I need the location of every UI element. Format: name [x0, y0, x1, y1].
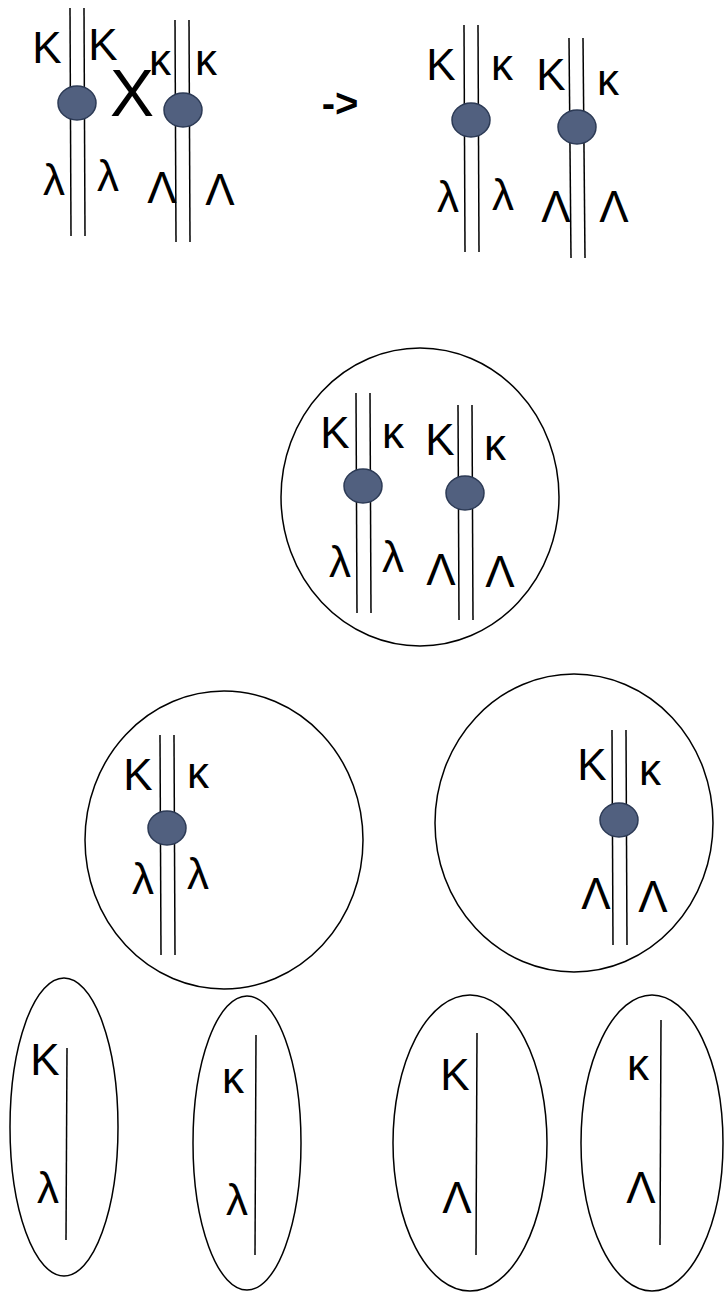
allele-label: κ [491, 43, 513, 87]
centromere-dot [452, 103, 490, 137]
chromatid-line [464, 25, 465, 252]
allele-label: κ [639, 748, 661, 792]
allele-label: κ [382, 411, 404, 455]
allele-label: λ [492, 173, 514, 217]
cell-membrane [10, 978, 118, 1276]
allele-label: K [32, 26, 61, 70]
cell-outline [9, 977, 119, 1277]
allele-label: Λ [426, 548, 455, 592]
cell-outline [434, 673, 714, 973]
centromere-dot [600, 803, 638, 837]
allele-label: Λ [638, 875, 667, 919]
allele-label: λ [329, 540, 351, 584]
chromatid-line [370, 393, 371, 613]
chromatid-line [84, 8, 85, 236]
centromere-dot [148, 811, 186, 845]
allele-label: K [425, 418, 454, 462]
chromatid-line [476, 1033, 477, 1255]
cell-membrane [85, 691, 363, 989]
allele-label: κ [187, 751, 209, 795]
chromatid-line [478, 25, 479, 252]
chromatid-line [583, 38, 585, 258]
allele-label: Λ [581, 872, 610, 916]
allele-label: λ [43, 158, 65, 202]
chromatid-line [626, 730, 627, 945]
gamete-ellipse: κΛ [580, 994, 724, 1292]
chromatid-line [160, 735, 161, 955]
allele-label: κ [484, 423, 506, 467]
allele-label: Λ [442, 1176, 471, 1220]
centromere-dot [344, 469, 382, 503]
allele-label: λ [382, 535, 404, 579]
chromatid-line [66, 1048, 67, 1240]
allele-label: λ [226, 1178, 248, 1222]
allele-label: λ [132, 857, 154, 901]
allele-label: Λ [485, 550, 514, 594]
allele-label: K [577, 743, 606, 787]
chromatid-line [70, 8, 71, 236]
cell-membrane [193, 996, 301, 1290]
cell-membrane [435, 674, 713, 972]
allele-label: K [30, 1038, 59, 1082]
centromere-dot [164, 93, 202, 127]
chromatid-line [255, 1035, 256, 1255]
allele-label: K [123, 753, 152, 797]
centromere-dot [58, 86, 96, 120]
arrow-symbol: -> [322, 83, 359, 123]
chromatid-line [472, 405, 473, 620]
cell-outline [192, 995, 302, 1291]
chromatid-line [612, 730, 613, 945]
cell-circle: KκΛΛ [434, 673, 714, 973]
allele-label: K [536, 53, 565, 97]
cell-membrane [281, 348, 559, 646]
allele-label: Λ [147, 166, 176, 210]
chromatid-line [458, 405, 459, 620]
allele-label: K [320, 411, 349, 455]
cell-outline [392, 994, 548, 1292]
centromere-dot [446, 476, 484, 510]
allele-label: λ [187, 852, 209, 896]
allele-label: Λ [626, 1166, 655, 1210]
allele-label: κ [195, 38, 217, 82]
cell-outline [84, 690, 364, 990]
chromatid-line [174, 735, 175, 955]
chromatid-line [189, 20, 190, 242]
allele-label: λ [437, 175, 459, 219]
cell-circle: Kκ λλ [84, 690, 364, 990]
allele-label: Λ [599, 185, 628, 229]
cell-outline [580, 994, 724, 1292]
gamete-ellipse: κλ [192, 995, 302, 1291]
allele-label: κ [222, 1056, 244, 1100]
cross-symbol: X [110, 60, 154, 126]
allele-label: Λ [205, 168, 234, 212]
allele-label: K [426, 43, 455, 87]
chromatid-line [356, 393, 357, 613]
allele-label: κ [597, 58, 619, 102]
cell-membrane [393, 995, 547, 1291]
cell-outline [280, 347, 560, 647]
cell-circle: KκKκλλΛΛ [280, 347, 560, 647]
centromere-dot [558, 110, 596, 144]
gamete-ellipse: Kλ [9, 977, 119, 1277]
allele-label: λ [97, 154, 119, 198]
cell-membrane [581, 995, 723, 1291]
allele-label: Λ [541, 185, 570, 229]
allele-label: K [440, 1053, 469, 1097]
chromatid-line [660, 1020, 661, 1245]
gamete-ellipse: KΛ [392, 994, 548, 1292]
allele-label: κ [627, 1043, 649, 1087]
allele-label: λ [37, 1166, 59, 1210]
